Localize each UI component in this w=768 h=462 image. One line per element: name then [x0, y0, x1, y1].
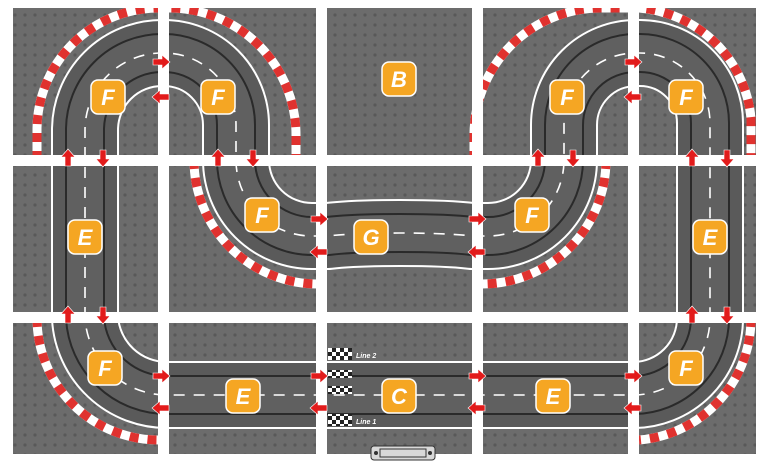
tile-badge-label: F [679, 356, 693, 381]
tile-badge-label: F [560, 85, 574, 110]
tile-badge: E [536, 379, 570, 413]
tile-badge: F [245, 198, 279, 232]
tile-badge: F [91, 80, 125, 114]
tile-badge: F [88, 351, 122, 385]
separator-horizontal-2 [0, 312, 768, 323]
tile-badge: E [693, 220, 727, 254]
tile-badge-label: E [703, 225, 719, 250]
board-edge-right [756, 0, 768, 462]
tile-badge-label: F [98, 356, 112, 381]
separator-vertical-1 [158, 0, 169, 462]
tile-badge: F [669, 351, 703, 385]
tile-badge: F [669, 80, 703, 114]
tile-badge: G [354, 220, 388, 254]
tile-badge-label: B [391, 67, 407, 92]
tile-badge: C [382, 379, 416, 413]
checkered-flag-icon [328, 370, 352, 378]
checkered-flag-icon [328, 414, 352, 426]
board-edge-top [0, 0, 768, 8]
tile-badge: E [226, 379, 260, 413]
checkered-flag-icon [328, 386, 352, 394]
separator-horizontal-1 [0, 155, 768, 166]
tile-badge-label: G [362, 225, 379, 250]
tile-badge-label: F [679, 85, 693, 110]
tile-badge-label: F [525, 203, 539, 228]
line-2-label: Line 2 [356, 353, 376, 360]
tile-badge-label: C [391, 384, 408, 409]
tile-badge: B [382, 62, 416, 96]
tile-badge: F [515, 198, 549, 232]
tile-badge-label: F [255, 203, 269, 228]
tile-badge: F [550, 80, 584, 114]
board-edge-left [0, 0, 13, 462]
tile-badge: F [201, 80, 235, 114]
tile-badge-label: F [211, 85, 225, 110]
separator-vertical-3 [472, 0, 483, 462]
tile-badge-label: E [546, 384, 562, 409]
tile-badge-label: E [236, 384, 252, 409]
checkered-flag-icon [328, 348, 352, 360]
line-1-label: Line 1 [356, 419, 376, 426]
connector-clip-icon [371, 446, 435, 460]
tile-badge-label: F [101, 85, 115, 110]
tile-badge: E [68, 220, 102, 254]
tile-badge-label: E [78, 225, 94, 250]
separator-vertical-2 [316, 0, 327, 462]
separator-vertical-4 [628, 0, 639, 462]
